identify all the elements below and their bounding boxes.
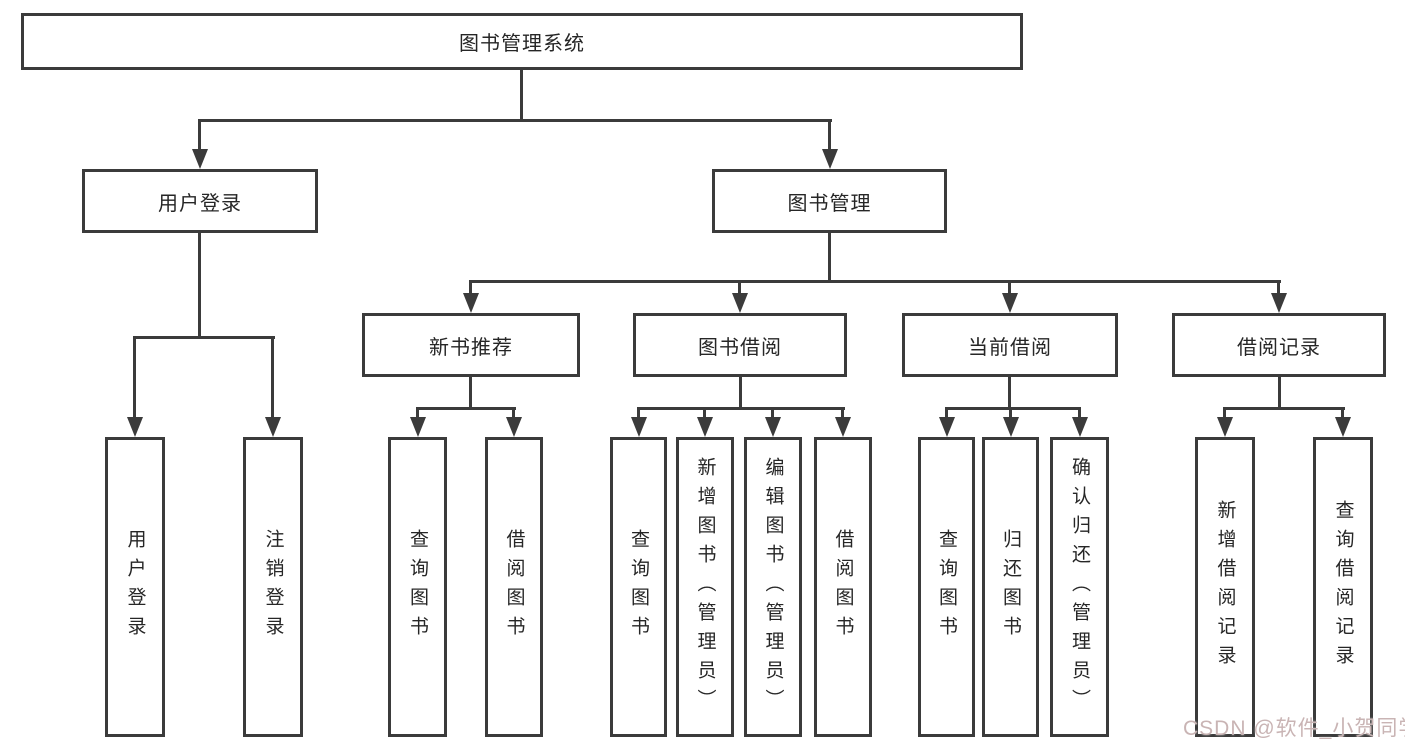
connector-level2-horizontal bbox=[470, 280, 1281, 283]
connector-current-borrow-horizontal bbox=[945, 407, 1081, 410]
arrow-to-book-borrow bbox=[731, 280, 748, 313]
arrow-to-add-borrow-record bbox=[1216, 407, 1233, 437]
node-logout: 注销登录 bbox=[243, 437, 303, 737]
arrow-to-borrow-books-2 bbox=[834, 407, 851, 437]
connector-user-login-stem bbox=[198, 233, 201, 336]
arrow-to-user-login-leaf bbox=[126, 336, 143, 437]
arrow-to-confirm-return bbox=[1071, 407, 1088, 437]
arrow-to-book-management bbox=[821, 119, 838, 169]
node-user-login-leaf: 用户登录 bbox=[105, 437, 165, 737]
arrow-to-return-books bbox=[1002, 407, 1019, 437]
arrow-to-borrow-books-1 bbox=[505, 407, 522, 437]
node-library-management-system: 图书管理系统 bbox=[21, 13, 1023, 70]
connector-borrow-records-horizontal bbox=[1224, 407, 1345, 410]
node-book-management: 图书管理 bbox=[712, 169, 947, 233]
arrow-to-add-books bbox=[696, 407, 713, 437]
arrow-to-user-login bbox=[191, 119, 208, 169]
node-user-login: 用户登录 bbox=[82, 169, 318, 233]
node-return-books: 归还图书 bbox=[982, 437, 1039, 737]
arrow-to-current-borrow bbox=[1001, 280, 1018, 313]
node-current-borrow: 当前借阅 bbox=[902, 313, 1118, 377]
node-edit-books-admin: 编辑图书（管理员） bbox=[744, 437, 802, 737]
connector-borrow-records-stem bbox=[1278, 377, 1281, 407]
node-query-books-2: 查询图书 bbox=[610, 437, 667, 737]
node-query-books-3: 查询图书 bbox=[918, 437, 975, 737]
node-borrow-books-1: 借阅图书 bbox=[485, 437, 543, 737]
connector-book-borrow-stem bbox=[739, 377, 742, 407]
connector-new-book-horizontal bbox=[416, 407, 516, 410]
connector-user-login-horizontal bbox=[134, 336, 275, 339]
node-new-book-recommend: 新书推荐 bbox=[362, 313, 580, 377]
connector-new-book-stem bbox=[469, 377, 472, 407]
arrow-to-query-books-2 bbox=[630, 407, 647, 437]
connector-book-borrow-horizontal bbox=[637, 407, 845, 410]
node-add-books-admin: 新增图书（管理员） bbox=[676, 437, 734, 737]
node-borrow-books-2: 借阅图书 bbox=[814, 437, 872, 737]
arrow-to-borrow-records bbox=[1270, 280, 1287, 313]
node-book-borrow: 图书借阅 bbox=[633, 313, 847, 377]
connector-book-management-stem bbox=[828, 233, 831, 280]
arrow-to-edit-books bbox=[764, 407, 781, 437]
node-confirm-return-admin: 确认归还（管理员） bbox=[1050, 437, 1109, 737]
arrow-to-logout bbox=[264, 336, 281, 437]
node-query-borrow-record: 查询借阅记录 bbox=[1313, 437, 1373, 737]
node-query-books-1: 查询图书 bbox=[388, 437, 447, 737]
csdn-watermark: CSDN @软件_小贺同学 bbox=[1183, 717, 1405, 740]
arrow-to-query-books-1 bbox=[409, 407, 426, 437]
connector-level1-horizontal bbox=[198, 119, 832, 122]
node-borrow-records: 借阅记录 bbox=[1172, 313, 1386, 377]
arrow-to-query-borrow-record bbox=[1334, 407, 1351, 437]
arrow-to-new-book-recommend bbox=[462, 280, 479, 313]
connector-root-stem bbox=[520, 70, 523, 119]
node-add-borrow-record: 新增借阅记录 bbox=[1195, 437, 1255, 737]
arrow-to-query-books-3 bbox=[938, 407, 955, 437]
connector-current-borrow-stem bbox=[1008, 377, 1011, 407]
